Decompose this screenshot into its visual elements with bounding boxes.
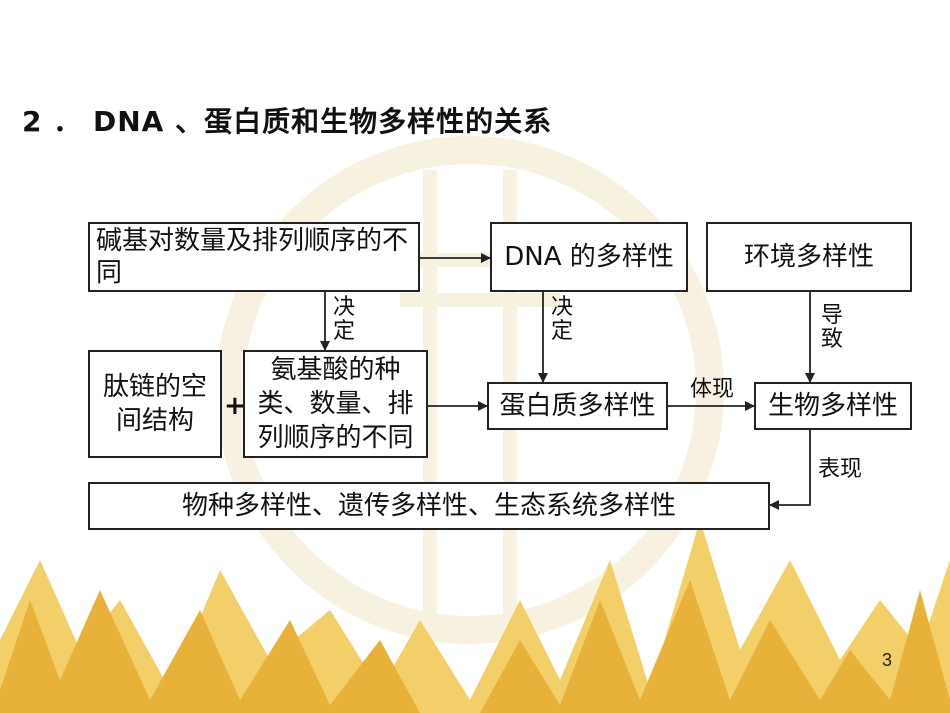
watermark-ring — [216, 136, 724, 644]
box-diversity-levels: 物种多样性、遗传多样性、生态系统多样性 — [88, 482, 770, 530]
label-decide-left: 决定 — [332, 295, 355, 344]
arrows — [320, 253, 815, 510]
box-bio-diversity: 生物多样性 — [754, 382, 912, 430]
mountain-front — [0, 580, 950, 713]
mountain-range — [0, 520, 950, 713]
box-protein-diversity: 蛋白质多样性 — [487, 382, 668, 430]
label-manifest: 表现 — [818, 457, 863, 482]
label-embody: 体现 — [690, 377, 735, 402]
box-base-pair-order: 碱基对数量及排列顺序的不同 — [88, 222, 420, 292]
page-number: 3 — [881, 650, 892, 670]
label-decide-right: 决定 — [550, 295, 573, 344]
box-dna-diversity-text: DNA 的多样性 — [504, 242, 674, 272]
box-peptide-structure-text: 肽链的空间结构 — [102, 372, 207, 436]
arrow-bio-to-levels — [769, 430, 811, 510]
box-dna-diversity: DNA 的多样性 — [490, 222, 688, 292]
box-base-pair-order-text: 碱基对数量及排列顺序的不同 — [96, 226, 409, 288]
box-amino-acid: 氨基酸的种类、数量、排列顺序的不同 — [243, 350, 428, 458]
box-protein-diversity-text: 蛋白质多样性 — [499, 391, 656, 421]
box-environment-diversity-text: 环境多样性 — [743, 242, 874, 272]
plus-sign: + — [224, 391, 246, 421]
page-title: 2 ． DNA 、蛋白质和生物多样性的关系 — [22, 105, 553, 138]
box-bio-diversity-text: 生物多样性 — [767, 391, 898, 421]
box-peptide-structure: 肽链的空间结构 — [88, 350, 222, 458]
label-lead-to: 导致 — [820, 303, 843, 352]
box-environment-diversity: 环境多样性 — [706, 222, 912, 292]
box-diversity-levels-text: 物种多样性、遗传多样性、生态系统多样性 — [181, 491, 676, 521]
box-amino-acid-text: 氨基酸的种类、数量、排列顺序的不同 — [257, 355, 414, 453]
